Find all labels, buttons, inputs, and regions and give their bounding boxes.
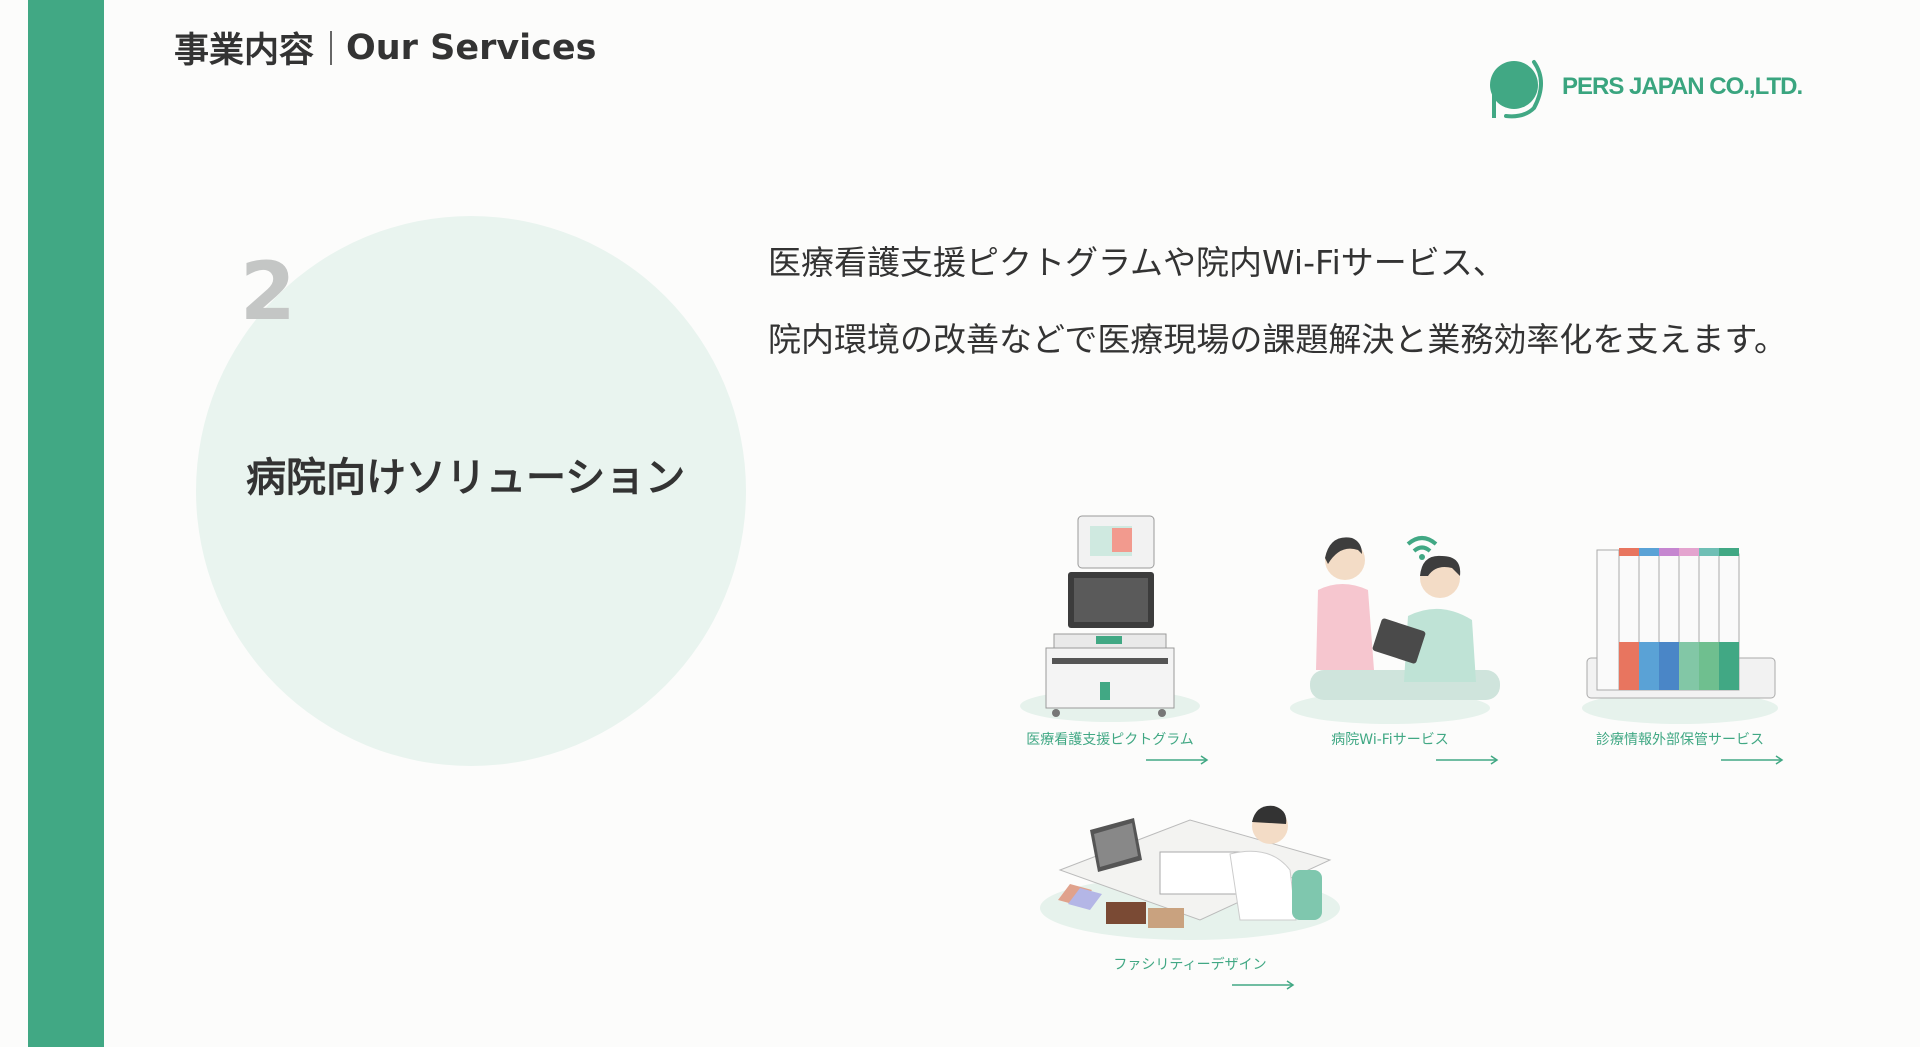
service-card-pictogram[interactable]: 医療看護支援ピクトグラム	[1010, 510, 1210, 765]
arrow-right-icon	[1436, 755, 1499, 765]
logo-mark-icon	[1490, 60, 1543, 119]
kiosk-illustration	[1020, 515, 1200, 722]
header-title-ja: 事業内容	[174, 31, 315, 71]
company-logo: PERS JAPAN CO.,LTD.	[1484, 52, 1803, 122]
service-label-wifi: 病院Wi-Fiサービス	[1331, 732, 1449, 748]
service-label-pictogram: 医療看護支援ピクトグラム	[1026, 732, 1194, 748]
section-number: 2	[240, 245, 296, 338]
page-header: 事業内容 Our Services	[174, 22, 596, 73]
logo-text: PERS JAPAN CO.,LTD.	[1562, 73, 1803, 100]
service-label-facility-design: ファシリティーデザイン	[1113, 957, 1267, 973]
section-circle	[196, 216, 746, 766]
description-line-2: 院内環境の改善などで医療現場の課題解決と業務効率化を支えます。	[768, 320, 1788, 359]
description-line-1: 医療看護支援ピクトグラムや院内Wi-Fiサービス、	[768, 243, 1506, 282]
nurse-patient-wifi-illustration	[1290, 536, 1500, 724]
section-description: 医療看護支援ピクトグラムや院内Wi-Fiサービス、 院内環境の改善などで医療現場…	[768, 224, 1787, 378]
section-title: 病院向けソリューション	[246, 455, 686, 501]
header-title-en: Our Services	[346, 27, 597, 68]
left-accent-bar	[28, 0, 104, 1047]
arrow-right-icon	[1146, 755, 1209, 765]
binders-illustration	[1582, 548, 1778, 724]
arrow-right-icon	[1232, 980, 1295, 990]
service-card-wifi[interactable]: 病院Wi-Fiサービス	[1280, 520, 1500, 765]
header-separator	[330, 30, 333, 65]
service-card-facility-design[interactable]: ファシリティーデザイン	[1030, 790, 1350, 990]
arrow-right-icon	[1721, 755, 1784, 765]
service-label-storage: 診療情報外部保管サービス	[1596, 732, 1764, 748]
service-card-storage[interactable]: 診療情報外部保管サービス	[1575, 530, 1785, 765]
designer-illustration	[1040, 805, 1340, 940]
